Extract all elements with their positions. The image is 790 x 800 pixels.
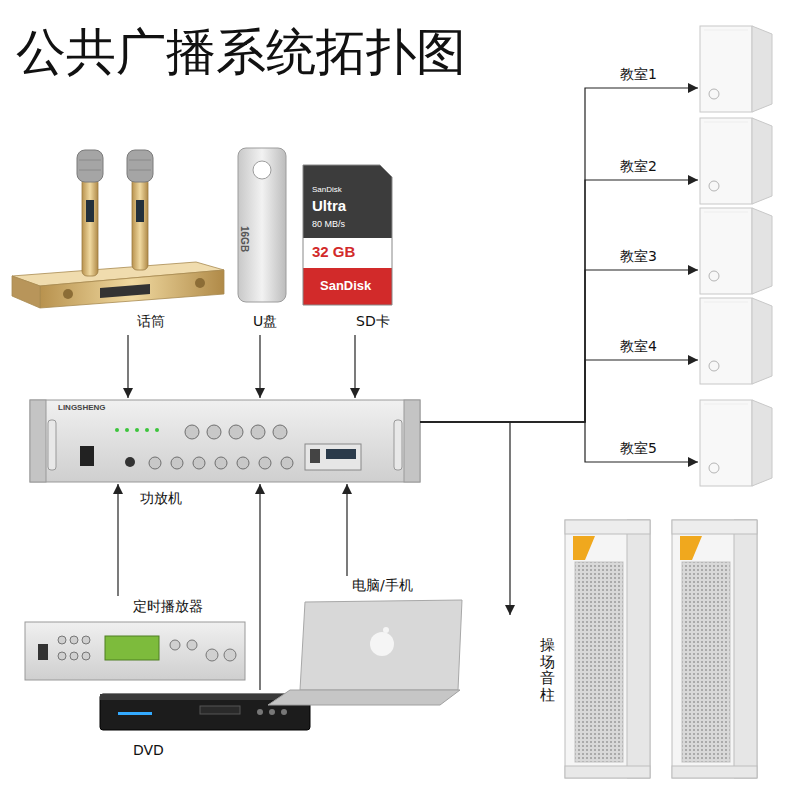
column-speakers: [565, 520, 757, 778]
playground-speaker-node: 操场音柱: [500, 615, 765, 780]
device-label: 功放机: [140, 490, 182, 507]
signal-arrow: [420, 422, 510, 615]
microphone-node: 话筒: [10, 150, 225, 335]
device-label: 操场音柱: [540, 637, 555, 703]
signal-arrow: [259, 335, 260, 398]
timer-player-illustration: [25, 622, 245, 680]
speed-marking: 80 MB/s: [312, 220, 345, 230]
brand-marking: SanDisk: [312, 186, 342, 195]
signal-arrow: [420, 422, 698, 462]
classroom-speaker-node: 教室2: [698, 114, 774, 204]
laptop-illustration: [268, 600, 462, 705]
brand-marking: LINGSHENG: [58, 404, 106, 413]
device-label: 教室3: [620, 248, 657, 265]
signal-arrow: [346, 484, 347, 576]
device-label: 教室4: [620, 338, 657, 355]
capacity-marking: 16GB: [239, 226, 250, 252]
microphone-illustration: [12, 150, 224, 308]
brand-marking: SanDisk: [320, 279, 371, 293]
signal-arrow: [259, 484, 260, 690]
diagram-title: 公共广播系统拓扑图: [16, 22, 466, 82]
signal-arrow: [420, 360, 698, 422]
device-label: 教室2: [620, 158, 657, 175]
device-label: 话筒: [137, 313, 165, 330]
device-label: 教室5: [620, 440, 657, 457]
classroom-speaker-node: 教室5: [698, 396, 774, 488]
signal-arrow: [420, 270, 698, 422]
signal-arrow: [420, 180, 698, 422]
device-label: 定时播放器: [133, 598, 203, 615]
device-label: SD卡: [356, 313, 390, 330]
classroom-speakers: [700, 26, 772, 486]
classroom-speaker-node: 教室3: [698, 204, 774, 294]
signal-arrow: [117, 484, 118, 596]
capacity-marking: 32 GB: [312, 244, 355, 261]
sd-card-illustration: [303, 165, 392, 305]
device-label: 教室1: [620, 66, 657, 83]
computer-node: 电脑/手机: [270, 576, 465, 706]
device-label: DVD: [133, 742, 164, 759]
signal-arrow: [420, 88, 698, 422]
dvd-player-node: DVD: [100, 690, 310, 761]
timer-player-node: 定时播放器: [25, 596, 245, 682]
device-label: U盘: [253, 313, 277, 330]
device-label: 电脑/手机: [352, 577, 413, 594]
signal-arrow: [354, 335, 355, 398]
signal-arrow: [127, 335, 128, 398]
amplifier-illustration: [30, 400, 420, 482]
usb-drive-illustration: [238, 148, 286, 302]
model-marking: Ultra: [312, 198, 346, 215]
classroom-speaker-node: 教室4: [698, 294, 774, 386]
classroom-speaker-node: 教室1: [698, 22, 774, 114]
